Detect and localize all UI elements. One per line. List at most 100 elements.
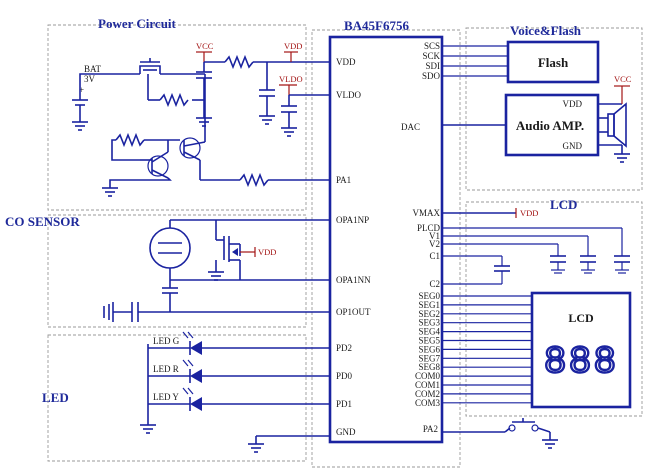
pmos-transistor bbox=[139, 65, 161, 74]
pin-scs: SCS bbox=[424, 41, 440, 51]
led-green bbox=[182, 331, 202, 355]
led-circuit: LED G LED R LED Y bbox=[140, 331, 330, 453]
ground-symbol bbox=[551, 269, 565, 274]
pin-opa1np: OPA1NP bbox=[336, 215, 369, 225]
ground-symbol bbox=[196, 117, 212, 127]
co-sensor-section-boundary bbox=[47, 214, 307, 328]
ground-symbol bbox=[208, 271, 224, 281]
co-sensor-element bbox=[149, 227, 191, 269]
pin-vdd: VDD bbox=[336, 57, 356, 67]
resistor bbox=[224, 54, 254, 70]
mcu-seg-com-pins: SEG0SEG1SEG2SEG3SEG4SEG5SEG6SEG7SEG8COM0… bbox=[415, 291, 441, 408]
voice-flash-section-boundary bbox=[465, 27, 643, 191]
pin-pd2: PD2 bbox=[336, 343, 352, 353]
pin-gnd: GND bbox=[336, 427, 356, 437]
pin-seg2: SEG2 bbox=[418, 309, 440, 319]
ground-symbol bbox=[581, 269, 595, 274]
pin-pd0: PD0 bbox=[336, 371, 353, 381]
lcd-vdd-label: VDD bbox=[520, 208, 538, 218]
battery-voltage: 3V bbox=[84, 74, 96, 84]
audio-amp-label: Audio AMP. bbox=[516, 118, 584, 133]
pin-com1: COM1 bbox=[415, 380, 440, 390]
mcu-chip-body bbox=[328, 35, 444, 444]
ground-symbol bbox=[140, 424, 156, 434]
amp-vdd-pin: VDD bbox=[563, 99, 583, 109]
mcu-title: BA45F6756 bbox=[344, 18, 410, 33]
battery-label: BAT bbox=[84, 64, 102, 74]
vdd-label: VDD bbox=[284, 41, 302, 51]
ground-symbol bbox=[102, 187, 118, 197]
ground-symbol bbox=[281, 127, 297, 137]
led-section-title: LED bbox=[42, 390, 69, 405]
pin-v1: V1 bbox=[429, 231, 440, 241]
pin-com3: COM3 bbox=[415, 398, 441, 408]
ground-symbol bbox=[248, 436, 264, 453]
pin-com2: COM2 bbox=[415, 389, 440, 399]
ground-symbol bbox=[542, 439, 558, 449]
power-section-title: Power Circuit bbox=[98, 16, 177, 31]
lcd-circuit: VDD LCD 888 bbox=[442, 208, 632, 449]
vldo-label: VLDO bbox=[279, 74, 303, 84]
pin-dac: DAC bbox=[401, 122, 420, 132]
ground-symbol bbox=[259, 115, 275, 125]
flash-chip bbox=[506, 40, 600, 84]
lcd-section-boundary bbox=[465, 201, 643, 417]
capacitor bbox=[614, 255, 630, 263]
lcd-section-title: LCD bbox=[550, 197, 577, 212]
lcd-panel bbox=[530, 291, 632, 409]
led-section-boundary bbox=[47, 334, 307, 462]
amp-vcc-label: VCC bbox=[614, 74, 632, 84]
pin-seg0: SEG0 bbox=[418, 291, 440, 301]
resistor bbox=[115, 132, 145, 148]
ground-symbol bbox=[72, 121, 88, 131]
speaker-icon bbox=[607, 113, 615, 137]
pin-pa2: PA2 bbox=[423, 424, 438, 434]
capacitor bbox=[550, 255, 566, 263]
lcd-panel-title: LCD bbox=[568, 311, 594, 325]
flash-chip-label: Flash bbox=[538, 55, 569, 70]
battery-plus: + bbox=[79, 85, 84, 95]
led-red bbox=[182, 359, 202, 383]
co-sensor-circuit: VDD bbox=[103, 219, 330, 322]
pin-pa1: PA1 bbox=[336, 175, 351, 185]
pin-com0: COM0 bbox=[415, 371, 441, 381]
voice-flash-circuit: Flash Audio AMP. VDD GND VCC bbox=[442, 40, 632, 163]
led-green-label: LED G bbox=[153, 336, 180, 346]
pin-plcd: PLCD bbox=[417, 223, 441, 233]
capacitor bbox=[494, 265, 510, 272]
pin-seg8: SEG8 bbox=[418, 362, 440, 372]
pin-seg3: SEG3 bbox=[418, 318, 440, 328]
push-button-switch bbox=[508, 424, 516, 432]
pin-seg4: SEG4 bbox=[418, 327, 440, 337]
pin-vldo: VLDO bbox=[336, 90, 361, 100]
pin-vmax: VMAX bbox=[412, 208, 440, 218]
ground-symbol bbox=[614, 153, 630, 163]
pin-opa1nn: OPA1NN bbox=[336, 275, 371, 285]
led-red-label: LED R bbox=[153, 364, 179, 374]
pin-seg7: SEG7 bbox=[418, 353, 440, 363]
led-yellow bbox=[182, 387, 202, 411]
lcd-digits: 888 bbox=[544, 341, 618, 384]
npn-transistor bbox=[147, 155, 169, 177]
pin-v2: V2 bbox=[429, 239, 440, 249]
power-circuit: BAT 3V + VCC VDD bbox=[72, 41, 330, 197]
pnp-transistor bbox=[179, 137, 201, 159]
resistor bbox=[159, 92, 189, 108]
pin-seg5: SEG5 bbox=[418, 336, 440, 346]
ground-symbol bbox=[615, 269, 629, 274]
pin-c2: C2 bbox=[429, 279, 440, 289]
led-yellow-label: LED Y bbox=[153, 392, 179, 402]
capacitor bbox=[580, 255, 596, 263]
pin-sdo: SDO bbox=[422, 71, 441, 81]
co-sensor-title: CO SENSOR bbox=[5, 214, 80, 229]
power-section-boundary bbox=[47, 24, 307, 211]
voice-flash-title: Voice&Flash bbox=[510, 23, 582, 38]
pin-seg6: SEG6 bbox=[418, 344, 440, 354]
mcu-section-boundary bbox=[311, 29, 461, 468]
vcc-label: VCC bbox=[196, 41, 214, 51]
pin-sdi: SDI bbox=[425, 61, 440, 71]
